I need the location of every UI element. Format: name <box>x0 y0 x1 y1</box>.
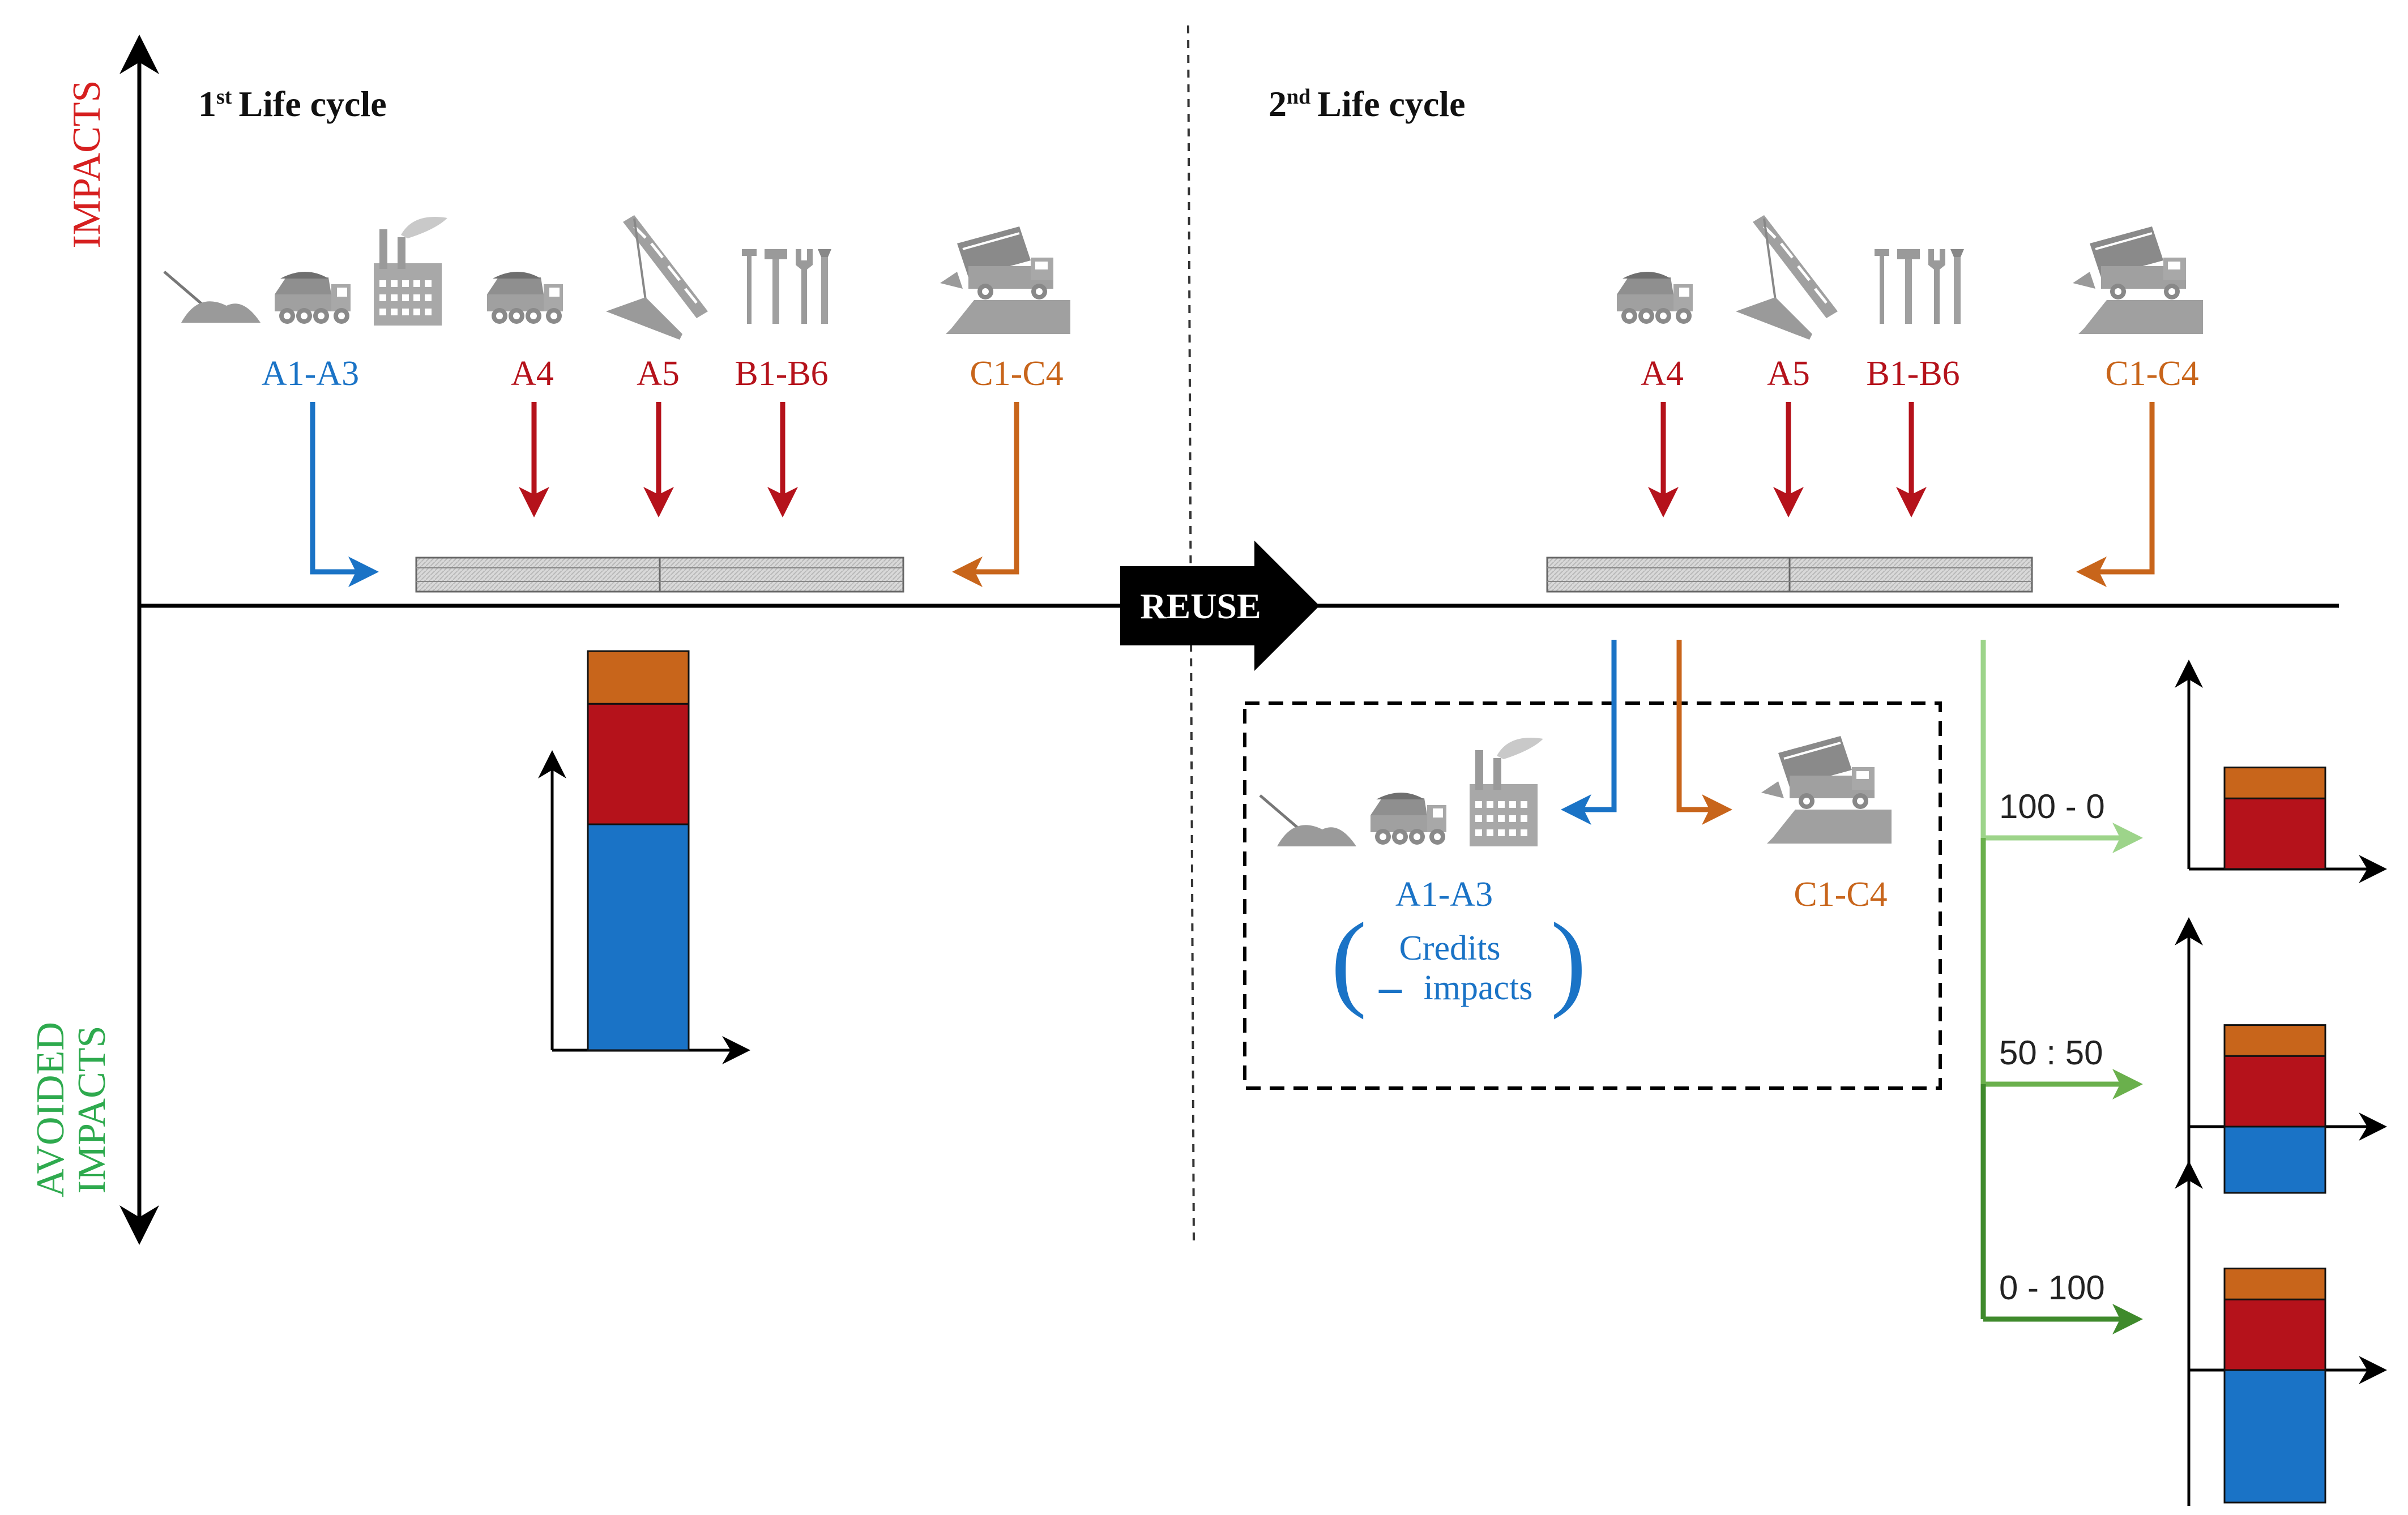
svg-text:REUSE: REUSE <box>1140 586 1261 626</box>
steel-beam-cycle1 <box>415 557 904 593</box>
credit-a1a3-label: A1-A3 <box>1395 875 1493 914</box>
credits-impacts-word: impacts <box>1424 969 1533 1007</box>
mini-chart-bar-construction-use <box>2223 1055 2326 1128</box>
mini-chart-bar-end-of_life <box>2223 767 2326 799</box>
mini-chart-bar-end-of_life <box>587 650 690 705</box>
stage-label-a5-c2: A5 <box>1767 354 1810 393</box>
mini-chart-bar-production-credit <box>2223 1125 2326 1194</box>
stage-label-a4: A4 <box>511 354 554 393</box>
mini-chart-bar-production <box>587 823 690 1051</box>
impacts-axis-label: IMPACTS <box>65 80 109 249</box>
stage-label-b1b6-c2: B1-B6 <box>1866 354 1959 393</box>
pile-icon <box>1260 795 1356 846</box>
c1c4-arrow <box>952 402 1019 587</box>
mini-charts <box>538 650 2387 1506</box>
stage-label-c1c4: C1-C4 <box>970 354 1063 393</box>
mini-chart-bar-construction-use <box>2223 797 2326 870</box>
tipper-truck-icon <box>939 225 1071 335</box>
stage-label-a4-c2: A4 <box>1641 354 1684 393</box>
credit-c1c4-arrow <box>1676 640 1732 825</box>
alloc-label-50-50: 50 : 50 <box>1999 1034 2103 1072</box>
tipper-truck-icon <box>2072 225 2204 335</box>
tools-icon <box>742 249 831 324</box>
alloc-label-100-0: 100 - 0 <box>1999 788 2105 825</box>
stage-label-b1b6: B1-B6 <box>735 354 828 393</box>
mini-chart-bar-production-credit <box>2223 1369 2326 1504</box>
stage-label-c1c4-c2: C1-C4 <box>2105 354 2198 393</box>
a1a3-arrow <box>310 402 379 587</box>
crane-icon <box>606 215 708 340</box>
tipper-truck-icon <box>1760 735 1893 845</box>
reuse-arrow: REUSE <box>1120 541 1320 671</box>
steel-beam-cycle2 <box>1546 557 2033 593</box>
alloc-label-0-100: 0 - 100 <box>1999 1269 2105 1307</box>
crane-icon <box>1736 215 1838 340</box>
mini-chart-bar-end-of_life <box>2223 1024 2326 1057</box>
c1c4-arrow-c2 <box>2076 402 2155 587</box>
mini-chart-bar-construction-use <box>2223 1298 2326 1371</box>
dump-truck-icon <box>275 272 351 324</box>
pile-icon <box>164 272 261 323</box>
credits-open-paren: ( <box>1331 901 1367 1020</box>
credit-a1a3-arrow <box>1561 640 1617 825</box>
dump-truck-icon <box>487 272 563 324</box>
factory-icon <box>374 217 447 326</box>
mini-chart-bar-construction-use <box>587 703 690 825</box>
avoided-axis-label-1: AVOIDED <box>29 1022 72 1197</box>
credits-word: Credits <box>1399 929 1500 968</box>
avoided-axis-label-2: IMPACTS <box>70 1026 114 1194</box>
stage-label-a5: A5 <box>637 354 680 393</box>
credit-c1c4-label: C1-C4 <box>1794 875 1887 914</box>
tools-icon <box>1875 249 1964 324</box>
dump-truck-icon <box>1370 793 1446 845</box>
credits-minus: – <box>1378 962 1402 1012</box>
mini-chart-bar-end-of_life <box>2223 1268 2326 1300</box>
dump-truck-icon <box>1617 272 1693 324</box>
factory-icon <box>1470 738 1543 846</box>
stage-label-a1a3: A1-A3 <box>262 354 359 393</box>
credits-box <box>1243 701 1942 1090</box>
credits-close-paren: ) <box>1551 901 1586 1020</box>
